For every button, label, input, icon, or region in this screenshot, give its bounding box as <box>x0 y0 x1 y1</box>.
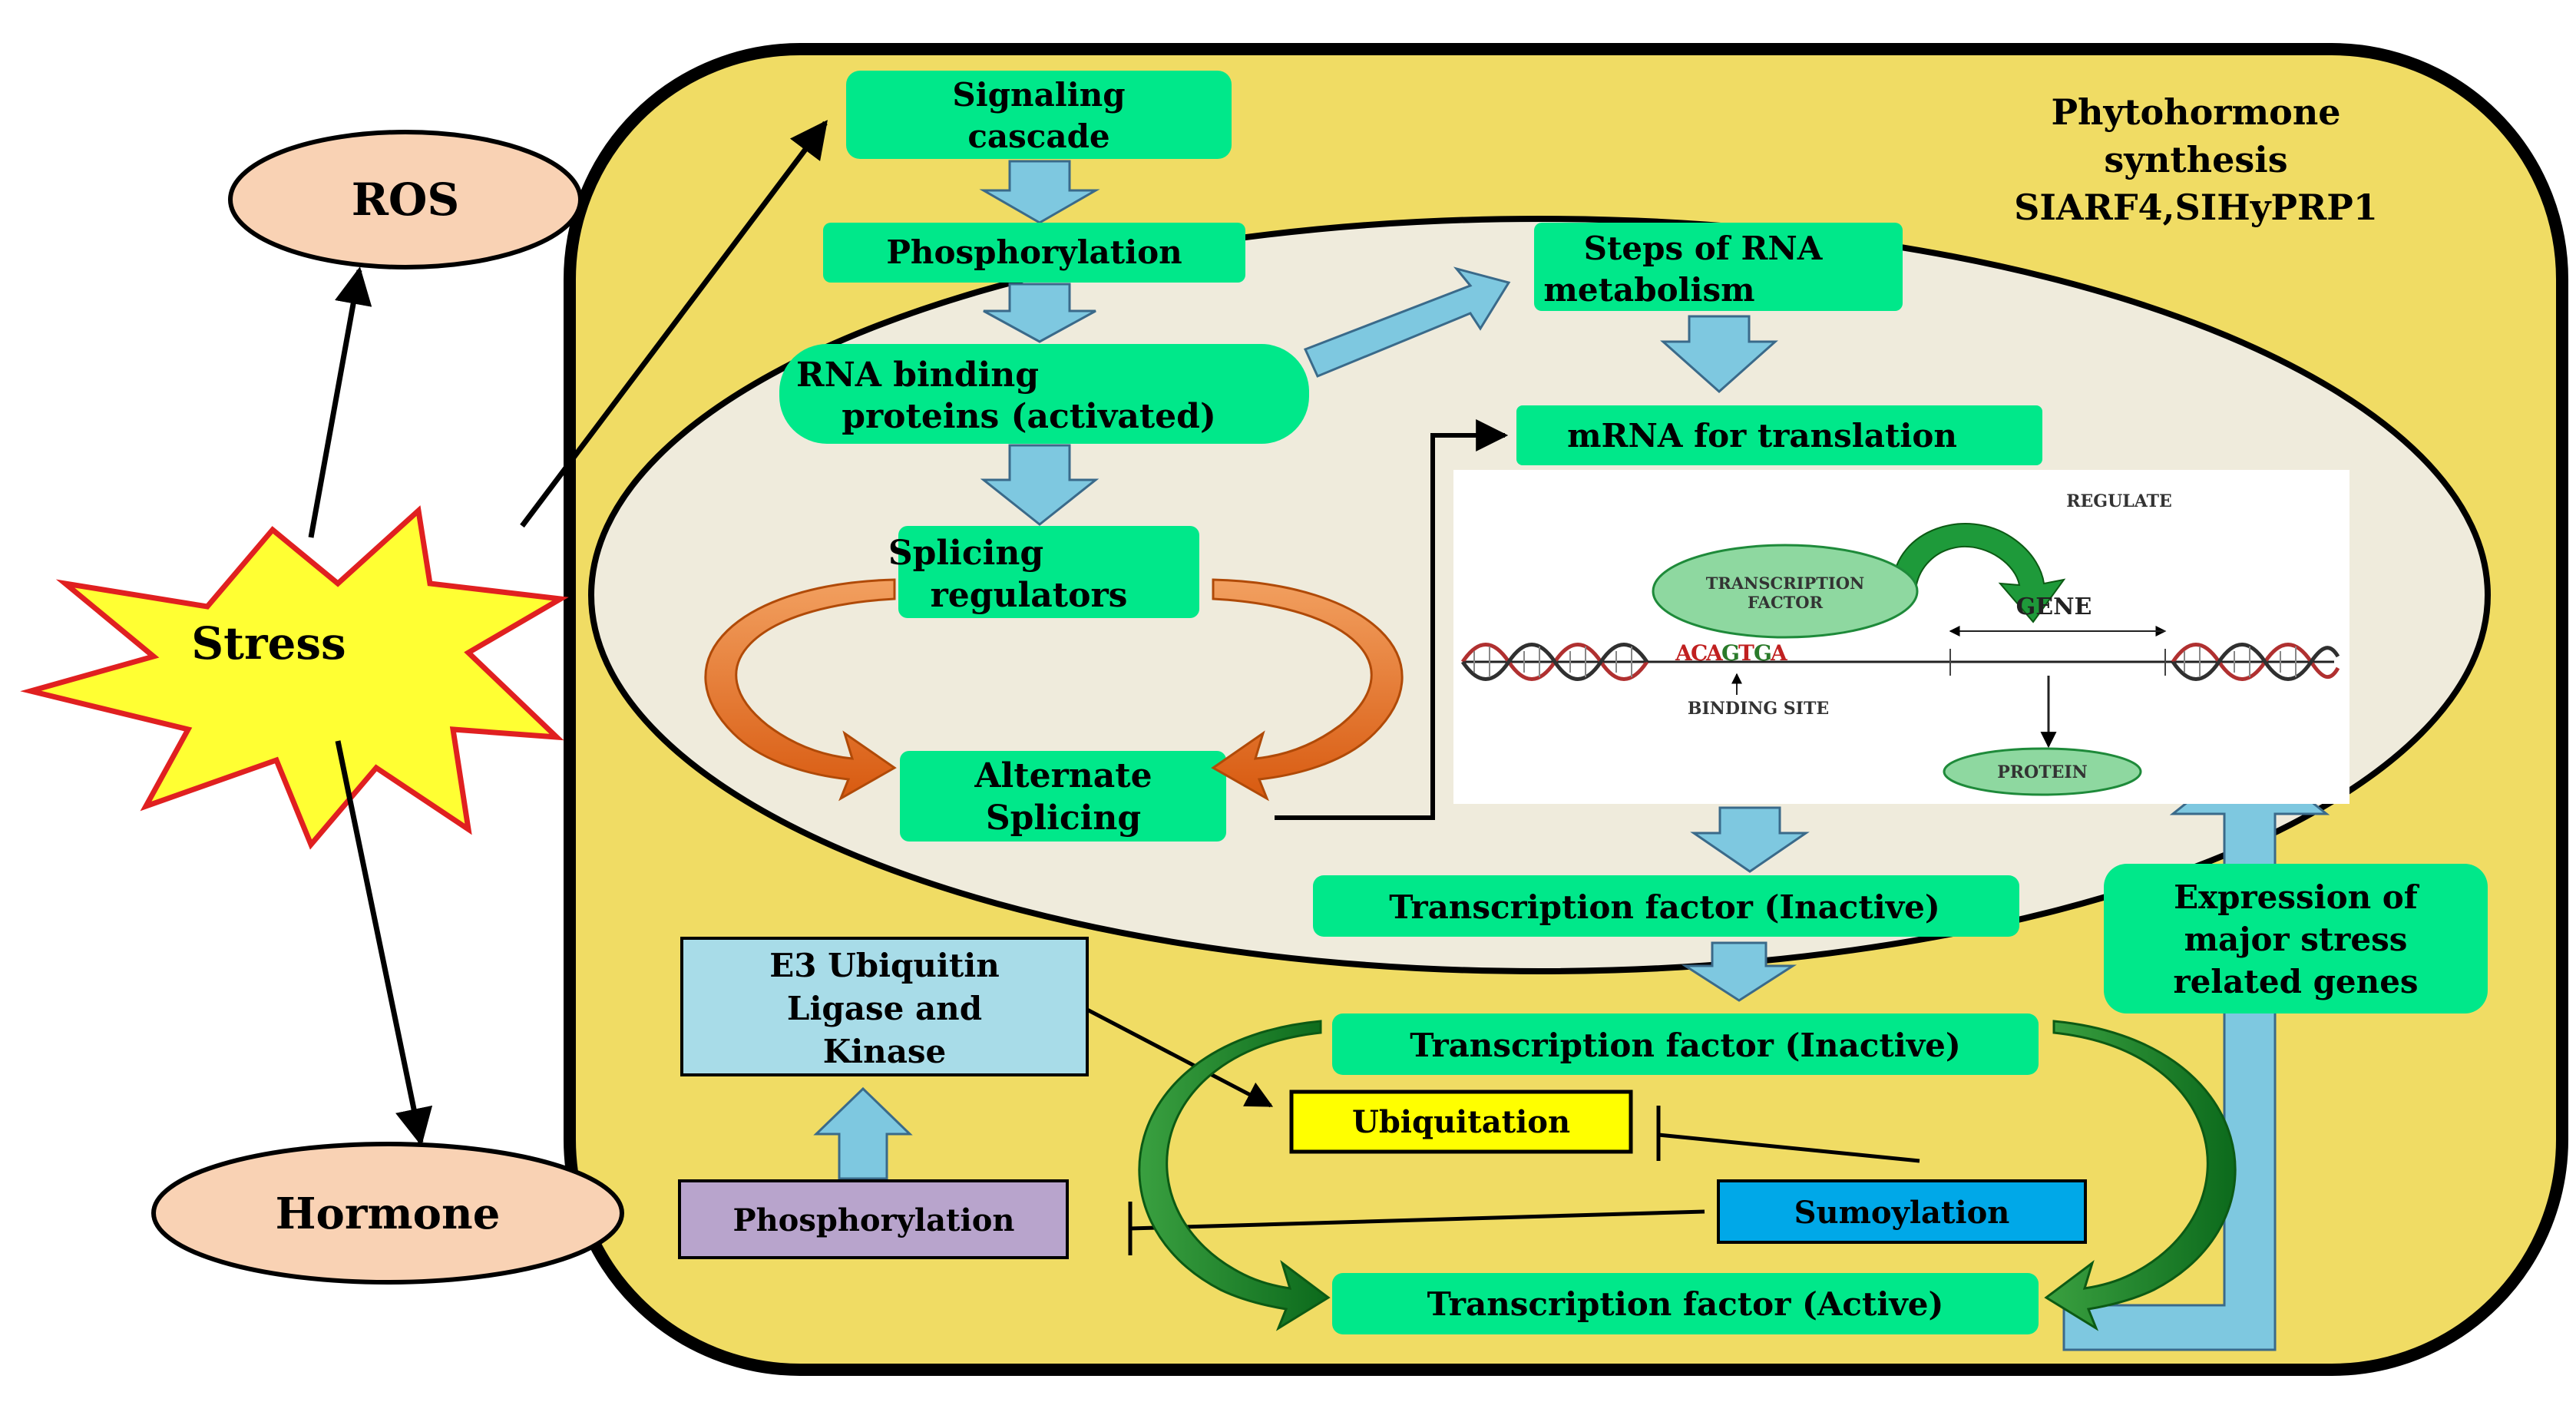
binding-sequence: A C A G T G A <box>1675 640 1788 666</box>
hormone-oval <box>151 1142 624 1285</box>
phosphorylation-top-label: Phosphorylation <box>886 233 1182 271</box>
signaling-cascade-box <box>846 71 1232 159</box>
splicing-regulators-line-1: Splicing <box>888 534 1043 573</box>
binding-site-label: BINDING SITE <box>1688 699 1829 719</box>
stress-to-hormone-arrow <box>335 740 433 1146</box>
e3-ligase-line-3: Kinase <box>823 1033 947 1070</box>
tf-active-box <box>1332 1273 2039 1334</box>
seq-base-5: T <box>1738 640 1754 666</box>
arrow-rbp-to-splicing <box>980 444 1100 526</box>
inset-gene-label: GENE <box>2016 594 2092 620</box>
sumoylation-inhibits-phosphorylation <box>1128 1202 1705 1255</box>
rna-metabolism-line-2: metabolism <box>1543 271 1754 309</box>
rna-binding-line-2: proteins (activated) <box>842 397 1216 436</box>
ros-oval <box>228 130 583 269</box>
seq-base-3: A <box>1705 640 1724 666</box>
protein-oval <box>1943 747 2142 796</box>
splicing-to-mrna-connector <box>1275 419 1509 820</box>
sumoylation-box <box>1717 1179 2087 1244</box>
phosphorylation-bottom-box <box>678 1179 1069 1259</box>
stress-to-signaling-arrow <box>520 120 828 528</box>
regulate-label: REGULATE <box>2066 491 2172 511</box>
rna-metabolism-box <box>1534 223 1903 311</box>
phosphorylation-bottom-label: Phosphorylation <box>733 1202 1015 1238</box>
arrow-signaling-to-phos <box>979 160 1100 224</box>
seq-base-4: G <box>1721 640 1740 666</box>
hormone-label: Hormone <box>276 1189 501 1239</box>
pathway-boxes: Signaling cascade Phosphorylation RNA bi… <box>779 71 2488 1334</box>
mrna-translation-label: mRNA for translation <box>1567 417 1957 455</box>
tf-inactive-1-box <box>1313 875 2019 937</box>
green-arrow-left <box>1138 1020 1331 1331</box>
tf-inactive-1-label: Transcription factor (Inactive) <box>1389 888 1940 926</box>
arrow-rnametab-to-mrna <box>1660 315 1778 394</box>
sumoylation-inhibits-ubiquitation <box>1656 1106 1920 1163</box>
arrow-phos-to-e3 <box>813 1086 913 1180</box>
expression-line-2: major stress <box>2184 921 2408 958</box>
tf-inactive-2-box <box>1332 1013 2039 1075</box>
ros-label: ROS <box>352 174 460 226</box>
e3-ligase-box <box>680 937 1089 1076</box>
green-arrow-right <box>2044 1020 2237 1331</box>
splicing-regulators-box <box>898 526 1199 618</box>
orange-arrow-left <box>704 578 897 802</box>
dna-helix-left <box>1460 643 1649 681</box>
phosphorylation-top-box <box>823 223 1245 283</box>
signaling-cascade-line-1: Signaling <box>952 76 1125 114</box>
dna-helix-right <box>2171 643 2340 681</box>
seq-base-2: C <box>1691 640 1708 666</box>
ubiquitation-label: Ubiquitation <box>1352 1104 1570 1140</box>
splicing-regulators-line-2: regulators <box>931 576 1128 615</box>
protein-label: PROTEIN <box>1997 762 2088 782</box>
e3-ligase-line-1: E3 Ubiquitin <box>769 947 1000 984</box>
inset-tf-line-2: FACTOR <box>1748 593 1824 612</box>
seq-base-7: A <box>1770 640 1788 666</box>
phytohormone-line-3: SIARF4,SIHyPRP1 <box>2014 187 2378 228</box>
orange-arrow-right <box>1211 578 1404 802</box>
seq-base-1: A <box>1675 640 1693 666</box>
rna-binding-box <box>779 344 1309 444</box>
tf-active-label: Transcription factor (Active) <box>1427 1285 1944 1323</box>
inset-tf-line-1: TRANSCRIPTION <box>1706 574 1864 593</box>
e3-to-ubiquitation-arrow <box>1086 1007 1274 1108</box>
alternate-splicing-line-1: Alternate <box>974 756 1152 795</box>
gene-regulation-inset: REGULATE TRANSCRIPTION FACTOR GENE <box>1453 470 2349 804</box>
stress-to-ros-arrow <box>308 266 372 538</box>
rna-metabolism-line-1: Steps of RNA <box>1584 230 1824 267</box>
e3-ligase-line-2: Ligase and <box>787 990 982 1027</box>
arrow-phos-to-rbp <box>983 283 1096 343</box>
phytohormone-line-2: synthesis <box>2104 139 2287 180</box>
phytohormone-label: Phytohormone synthesis SIARF4,SIHyPRP1 <box>2014 91 2378 228</box>
alternate-splicing-line-2: Splicing <box>986 799 1141 838</box>
orange-cycle-arrows <box>704 578 1404 802</box>
sumoylation-label: Sumoylation <box>1794 1195 2010 1231</box>
tf-inactive-2-label: Transcription factor (Inactive) <box>1410 1027 1961 1064</box>
arrow-rbp-to-rnametab <box>1303 266 1511 378</box>
inset-background <box>1453 470 2349 804</box>
stress-starburst <box>20 505 569 850</box>
arrow-inset-to-tf1 <box>1690 806 1810 873</box>
expression-box <box>2104 864 2488 1013</box>
ubiquitation-box <box>1289 1090 1633 1154</box>
expression-line-1: Expression of <box>2174 878 2420 916</box>
signaling-cascade-line-2: cascade <box>967 117 1109 155</box>
regulate-arrow <box>1891 523 2066 623</box>
mrna-translation-box <box>1516 405 2042 465</box>
expression-line-3: related genes <box>2173 963 2418 1000</box>
seq-base-6: G <box>1754 640 1772 666</box>
phytohormone-line-1: Phytohormone <box>2051 91 2340 133</box>
alternate-splicing-box <box>900 751 1226 842</box>
rna-binding-line-1: RNA binding <box>796 355 1039 395</box>
stress-label: Stress <box>191 617 346 670</box>
arrow-tf1-to-tf2 <box>1681 941 1797 1002</box>
green-cycle-arrows <box>1138 1020 2237 1331</box>
inset-tf-oval <box>1652 544 1919 639</box>
